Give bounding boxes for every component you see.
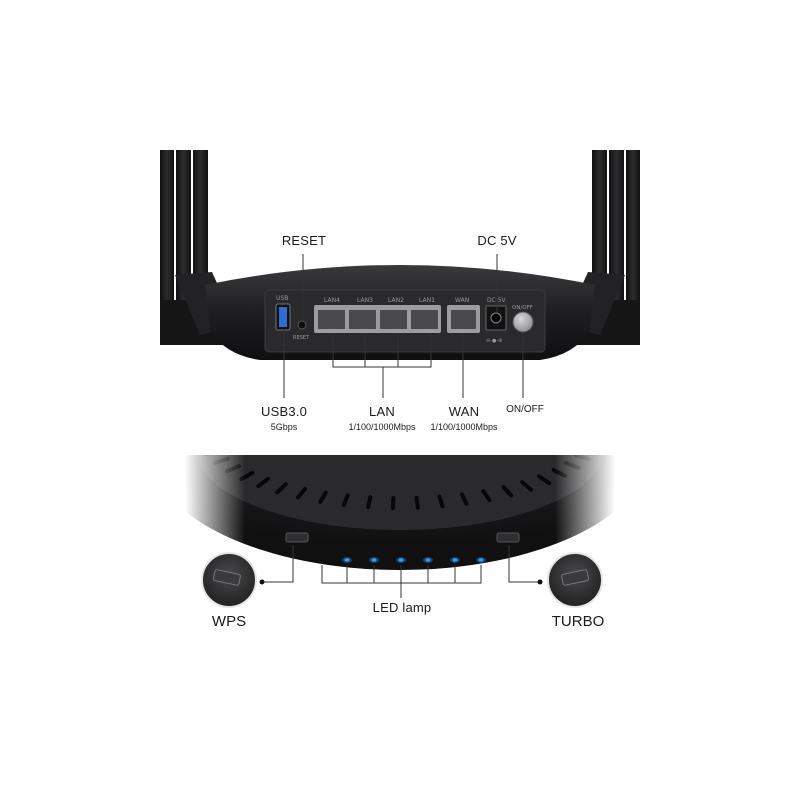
lan-port-block xyxy=(314,305,441,333)
wan-print: WAN xyxy=(455,297,469,304)
wan-speed: 1/100/1000Mbps xyxy=(430,422,498,432)
turbo-zoom xyxy=(547,552,603,608)
wps-zoom xyxy=(201,552,257,608)
vent-slot xyxy=(584,448,598,451)
lan-sockets xyxy=(318,310,438,329)
led-indicator xyxy=(425,558,431,562)
vent-slot xyxy=(414,495,420,510)
usb-port-print: USB xyxy=(276,295,288,302)
onoff-label: ON/OFF xyxy=(506,404,544,415)
vent-slot xyxy=(520,480,534,492)
reset-print: RESET xyxy=(293,335,310,341)
usb-port: USB xyxy=(275,295,291,331)
turbo-callout-dot xyxy=(537,579,543,585)
vent-slot xyxy=(481,489,492,503)
usb-title: USB3.0 xyxy=(260,404,308,419)
led-indicator xyxy=(478,558,484,562)
wan-port: WAN xyxy=(447,297,480,333)
vent-slot xyxy=(296,486,307,500)
lan2-print: LAN2 xyxy=(388,297,404,304)
usb-speed: 5Gbps xyxy=(270,422,298,432)
wps-callout-dot xyxy=(259,579,265,585)
lan4-print: LAN4 xyxy=(324,297,340,304)
led-indicator xyxy=(452,558,458,562)
led-row xyxy=(342,557,486,563)
lan-title: LAN xyxy=(369,404,395,419)
led-indicator xyxy=(398,558,404,562)
lan3-print: LAN3 xyxy=(357,297,373,304)
led-indicator xyxy=(344,558,350,562)
vent-slot xyxy=(204,455,211,457)
vent-slot xyxy=(366,495,373,510)
lan1-print: LAN1 xyxy=(419,297,435,304)
onoff-print: ON/OFF xyxy=(512,305,533,311)
back-callouts xyxy=(283,254,524,398)
vent-slot xyxy=(459,492,469,506)
turbo-label: TURBO xyxy=(551,613,605,630)
led-label: LED lamp xyxy=(372,600,432,615)
wps-button xyxy=(285,532,309,543)
power-button: ON/OFF xyxy=(512,305,534,333)
vent-slot xyxy=(275,482,288,495)
dc-label: DC 5V xyxy=(477,233,517,248)
vent-slot xyxy=(501,485,514,498)
lan-speed: 1/100/1000Mbps xyxy=(348,422,416,432)
vent-slot xyxy=(318,490,328,504)
led-indicator xyxy=(371,558,377,562)
vent-slot xyxy=(341,493,350,507)
reset-label: RESET xyxy=(281,233,327,248)
wps-label: WPS xyxy=(211,613,247,630)
svg-text:⊖-●-⊕: ⊖-●-⊕ xyxy=(486,338,502,344)
front-callouts xyxy=(262,545,540,598)
lan-prints: LAN4 LAN3 LAN2 LAN1 xyxy=(324,297,435,304)
reset-pinhole: RESET xyxy=(293,320,310,341)
wan-title: WAN xyxy=(448,404,480,419)
vent-slot xyxy=(256,476,271,489)
vent-slot xyxy=(536,474,552,486)
vent-slot xyxy=(437,494,445,509)
turbo-button xyxy=(496,532,520,543)
